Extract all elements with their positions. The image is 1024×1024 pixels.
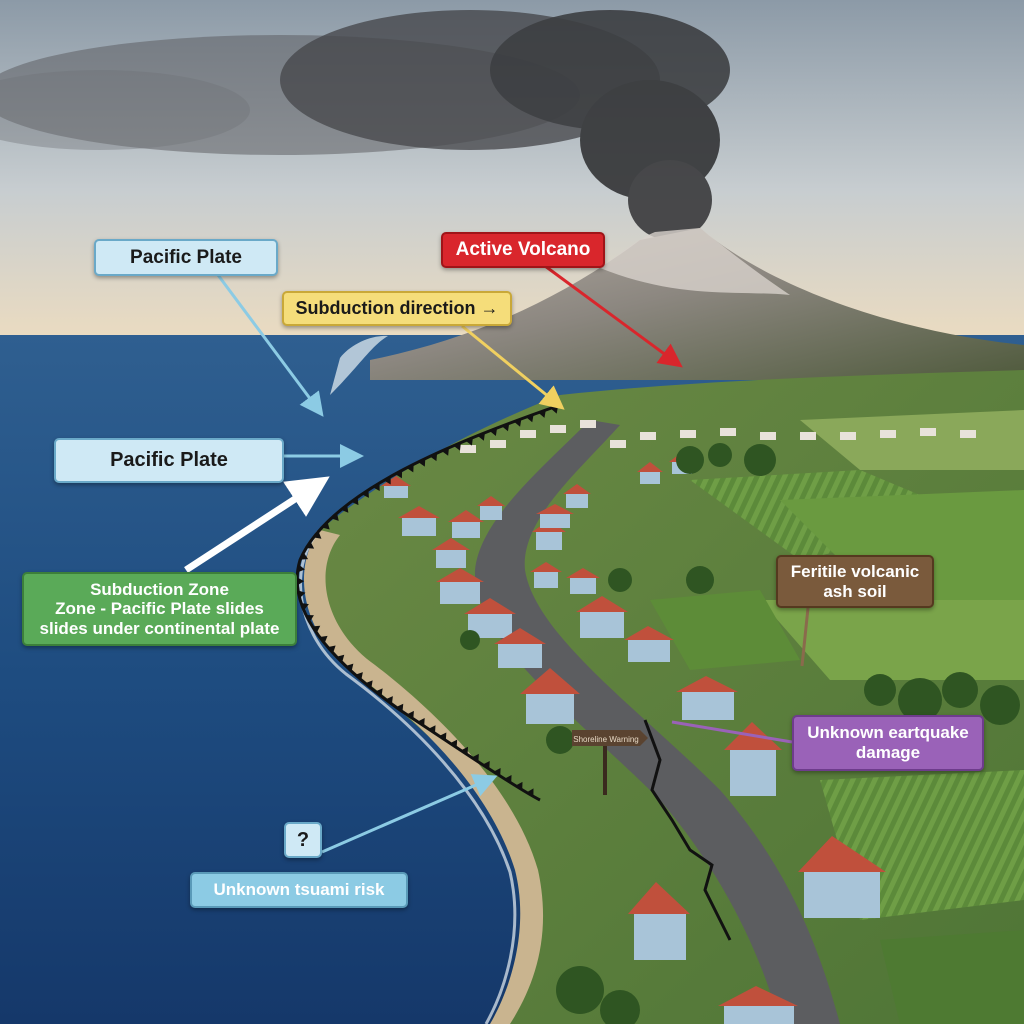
beach [304,530,544,1024]
trench-tooth [493,768,501,777]
trench-tooth [365,680,373,689]
trench-tooth [312,625,321,633]
pacific-plate-top-label: Pacific Plate [94,239,278,276]
trench-tooth [417,718,425,727]
trench-tooth [355,672,363,681]
trench-tooth [305,614,314,623]
subduction-direction-label: Subduction direction → [282,291,512,326]
trench-tooth [482,760,490,770]
trench-tooth [300,602,309,611]
earthquake-damage-leader [671,720,793,744]
trench-tooth [395,470,403,479]
trench-tooth [306,541,315,549]
volcanic-smoke-plume [0,10,730,240]
fertile-soil-leader [800,607,810,667]
earthquake-damage-line-1: Unknown eartquake [807,723,969,743]
earthquake-damage-line-2: damage [855,743,921,762]
trench-tooth [406,710,414,719]
trench-tooth [526,788,534,797]
trees [460,443,1020,1024]
trench-tooth [501,423,510,432]
trench-tooth [439,732,447,741]
trench-tooth [441,447,449,456]
trench-tooth [351,497,359,506]
trench-tooth [471,753,479,762]
trench-tooth [526,414,534,423]
trench-tooth [361,489,369,498]
trench-tooth [395,703,404,712]
trench-tooth [538,409,546,418]
coastal-road [474,420,840,1024]
pacific-plate-top-arrow [216,274,324,417]
active-volcano-label: Active Volcano [441,232,605,268]
trench-tooth [331,512,339,521]
trench-tooth [453,442,461,451]
subduction-zone-label: Subduction Zone Zone - Pacific Plate sli… [22,572,297,646]
volcano-snow [600,228,790,295]
trench-tooth [336,654,345,663]
trench-tooth [313,531,322,539]
trench-tooth [300,552,309,560]
trench-teeth [297,405,559,797]
trench-tooth [460,746,469,755]
active-volcano-arrow [544,264,683,368]
trench-tooth [489,427,498,436]
trench-tooth [515,781,523,790]
earthquake-crack [643,719,732,941]
trench-tooth [465,437,473,446]
trench-tooth [477,432,485,441]
tsunami-risk-label: Unknown tsuami risk [190,872,408,908]
distant-village [460,420,976,453]
trench-tooth [340,504,349,513]
pacific-plate-mid-label: Pacific Plate [54,438,284,483]
fertile-soil-line-1: Feritile volcanic [790,561,920,581]
tsunami-risk-arrow [321,774,498,854]
trench-tooth [418,458,426,467]
trench-tooth [406,464,414,473]
subduction-zone-line-3: slides under continental plate [39,618,280,638]
trench-tooth [449,739,458,748]
trench-tooth [321,521,330,530]
earthquake-damage-label: Unknown eartquake damage [792,715,984,771]
volcano [370,228,1024,380]
subduction-direction-arrow [461,324,565,410]
question-mark-badge: ? [284,822,322,858]
farm-fields [650,410,1024,1024]
subduction-zone-arrow [184,476,330,573]
fertile-soil-line-2: ash soil [823,581,887,601]
trench-tooth [504,774,512,784]
subduction-zone-line-1: Subduction Zone [90,579,229,599]
breaking-wave [330,335,388,395]
fertile-soil-label: Feritile volcanic ash soil [776,555,934,608]
trench-tooth [385,696,393,705]
trench-tooth [375,688,383,697]
trench-tooth [345,663,354,672]
trench-tooth [297,564,305,573]
trench-tooth [383,476,391,485]
trench-tooth [297,590,306,599]
trench-tooth [297,577,305,586]
trench-tooth [372,482,380,492]
subduction-zone-line-2: Zone - Pacific Plate slides [55,599,264,619]
trench-tooth [429,453,438,462]
road-sign: Shoreline Warning [572,730,648,795]
trench-tooth [327,645,336,654]
road-sign-text: Shoreline Warning [573,735,639,744]
trench-tooth [428,725,436,734]
trench-tooth [513,418,522,427]
trench-tooth [319,635,328,644]
